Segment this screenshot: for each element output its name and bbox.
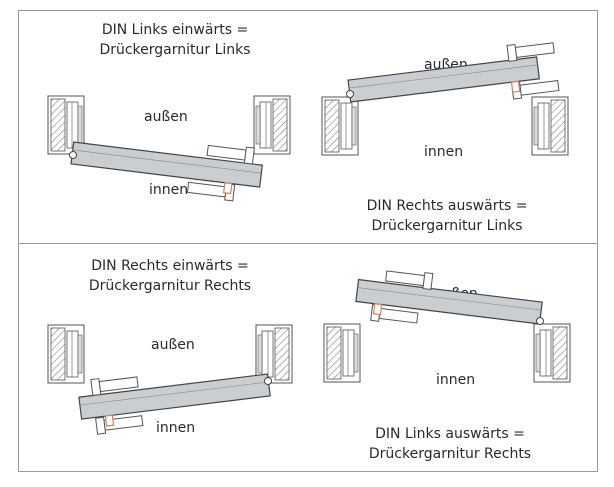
- panel4-inside-label: innen: [436, 372, 476, 388]
- panel3-title: DIN Rechts einwärts = Drückergarnitur Re…: [70, 256, 270, 296]
- panel4-left-frame: [323, 323, 361, 383]
- panel4-title-line2: Drückergarnitur Rechts: [368, 446, 532, 462]
- panel3-outside-label: außen: [151, 337, 195, 353]
- panel3-door-leaf: [78, 373, 271, 435]
- panel1-inside-label: innen: [149, 182, 189, 198]
- panel3-diagram: [47, 324, 293, 435]
- panel1-title: DIN Links einwärts = Drückergarnitur Lin…: [80, 20, 270, 60]
- section-divider: [18, 243, 598, 244]
- panel2-right-frame: [531, 96, 569, 156]
- panel1-diagram: [47, 95, 291, 202]
- panel4-diagram: [323, 267, 571, 383]
- panel2-door-leaf: [347, 39, 560, 103]
- panel2-title-line2: Drückergarnitur Links: [371, 218, 523, 234]
- panel3-title-line1: DIN Rechts einwärts =: [91, 258, 249, 274]
- panel4-title: DIN Links auswärts = Drückergarnitur Rec…: [352, 424, 548, 464]
- panel2-title-line1: DIN Rechts auswärts =: [366, 198, 528, 214]
- outer-frame: [18, 10, 598, 472]
- panel4-right-frame: [533, 323, 571, 383]
- panel3-left-frame: [47, 324, 85, 384]
- panel2-title: DIN Rechts auswärts = Drückergarnitur Li…: [352, 196, 542, 236]
- panel1-door-leaf: [70, 141, 263, 202]
- panel4-door-leaf: [355, 267, 543, 327]
- panel3-hinge-icon: [264, 377, 272, 385]
- panel4-title-line1: DIN Links auswärts =: [375, 426, 525, 442]
- panel4-hinge-icon: [536, 317, 544, 325]
- panel2-hinge-icon: [346, 90, 354, 98]
- panel1-outside-label: außen: [144, 109, 188, 125]
- panel2-left-frame: [321, 96, 359, 156]
- panel3-title-line2: Drückergarnitur Rechts: [88, 278, 252, 294]
- panel1-hinge-icon: [69, 151, 77, 159]
- panel1-right-frame: [253, 95, 291, 155]
- panel2-inside-label: innen: [424, 144, 464, 160]
- panel1-title-line2: Drückergarnitur Links: [99, 42, 251, 58]
- panel1-title-line1: DIN Links einwärts =: [101, 22, 249, 38]
- panel2-diagram: [321, 39, 569, 156]
- panel3-inside-label: innen: [156, 420, 196, 436]
